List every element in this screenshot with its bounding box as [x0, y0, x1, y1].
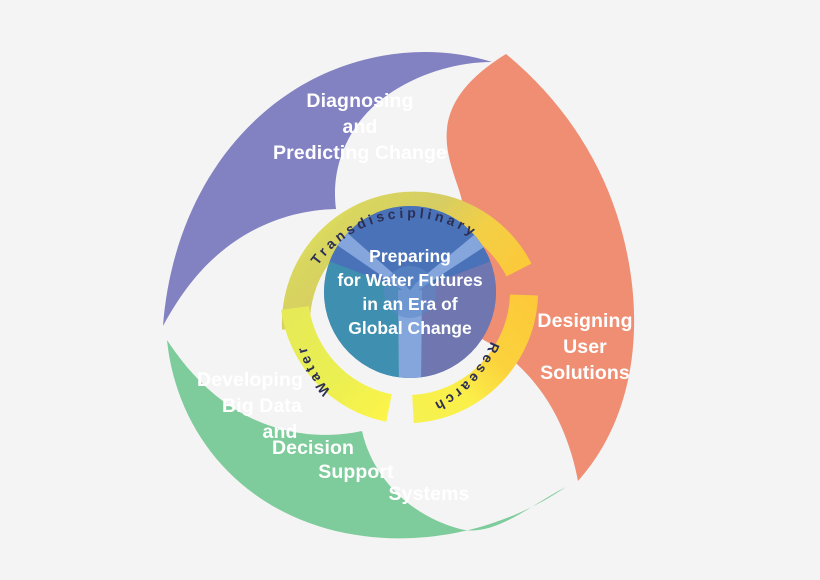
developing-line-4: Decision	[272, 437, 354, 459]
developing-line-2: Big Data	[222, 395, 302, 417]
center-line-4: Global Change	[348, 318, 472, 338]
diagnosing-line-3: Predicting Change	[273, 142, 447, 164]
petal-label-designing: Designing User Solutions	[537, 310, 632, 384]
petal-designing-shape	[441, 54, 635, 481]
center-line-1: Preparing	[369, 246, 451, 266]
center-line-3: in an Era of	[362, 294, 457, 314]
center-text-block: Preparing for Water Futures in an Era of…	[337, 246, 482, 338]
diagnosing-line-1: Diagnosing	[306, 90, 413, 112]
designing-line-2: User	[563, 336, 607, 358]
petal-label-developing: Developing Big Data and Decision Support…	[197, 369, 470, 505]
transdisciplinary-ring	[281, 191, 538, 423]
petal-diagnosing-shape	[163, 52, 492, 326]
ring-segment-water	[281, 305, 393, 422]
designing-line-3: Solutions	[540, 362, 630, 384]
petal-designing	[441, 54, 635, 481]
ring-segment-transdisciplinary	[281, 191, 532, 330]
center-line-2: for Water Futures	[337, 270, 482, 290]
ring-segment-research	[411, 294, 538, 423]
petal-developing-shape	[167, 340, 566, 539]
designing-line-1: Designing	[537, 310, 632, 332]
center-hub-shading	[384, 266, 436, 318]
developing-line-3: and	[263, 421, 298, 443]
developing-line-5: Support	[318, 461, 394, 483]
developing-line-1: Developing	[197, 369, 303, 391]
developing-line-6: Systems	[389, 483, 470, 505]
petal-developing	[167, 340, 566, 539]
diagnosing-line-2: and	[343, 116, 378, 138]
petal-diagnosing	[163, 52, 492, 326]
petal-label-diagnosing: Diagnosing and Predicting Change	[273, 90, 447, 164]
